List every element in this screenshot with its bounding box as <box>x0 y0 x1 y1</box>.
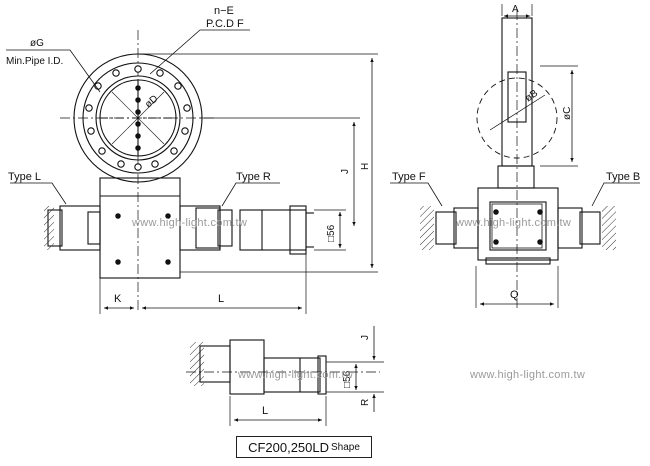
label-min-pipe-id: Min.Pipe I.D. <box>6 56 63 67</box>
caption-box: CF200,250LD Shape <box>236 436 372 458</box>
bolt-holes <box>85 65 191 171</box>
flap-sweep <box>476 77 558 159</box>
caption-main: CF200,250LD <box>248 439 330 455</box>
label-dim-sq56: □56 <box>326 224 337 242</box>
side-dimensions <box>480 14 574 306</box>
watermark-3: www.high-light.com.tw <box>237 369 353 381</box>
front-view <box>6 29 378 314</box>
watermark-1: www.high-light.com.tw <box>131 217 247 229</box>
label-dim-j: J <box>340 169 351 174</box>
label-dim-k: K <box>114 293 122 305</box>
label-dim-phi-c: øC <box>562 107 573 120</box>
watermark-2: www.high-light.com.tw <box>455 217 571 229</box>
label-dim-q: Q <box>510 289 519 301</box>
side-view <box>390 4 640 310</box>
actuator <box>239 209 307 251</box>
label-phi-g: øG <box>30 38 44 49</box>
label-type-l: Type L <box>8 171 41 183</box>
label-phi-d: øD <box>143 93 160 110</box>
caption-sub: Shape <box>331 441 360 453</box>
label-dim-r: R <box>360 399 371 406</box>
label-dim-sq56-2: □56 <box>342 370 353 388</box>
bottom-dimensions <box>234 326 376 422</box>
label-dim-h: H <box>360 163 371 170</box>
front-dimensions <box>104 58 374 310</box>
label-dim-l: L <box>218 293 224 305</box>
label-type-b: Type B <box>606 171 640 183</box>
bottom-view <box>186 339 384 426</box>
label-dim-a: A <box>512 4 519 15</box>
label-type-f: Type F <box>392 171 426 183</box>
label-pcd-f: P.C.D F <box>206 18 244 30</box>
label-dim-l2: L <box>262 405 268 417</box>
label-dim-j2: J <box>360 335 371 340</box>
label-n-e: n−E <box>214 5 234 17</box>
watermark-4: www.high-light.com.tw <box>469 369 585 381</box>
port-left <box>59 205 101 251</box>
label-type-r: Type R <box>236 171 271 183</box>
